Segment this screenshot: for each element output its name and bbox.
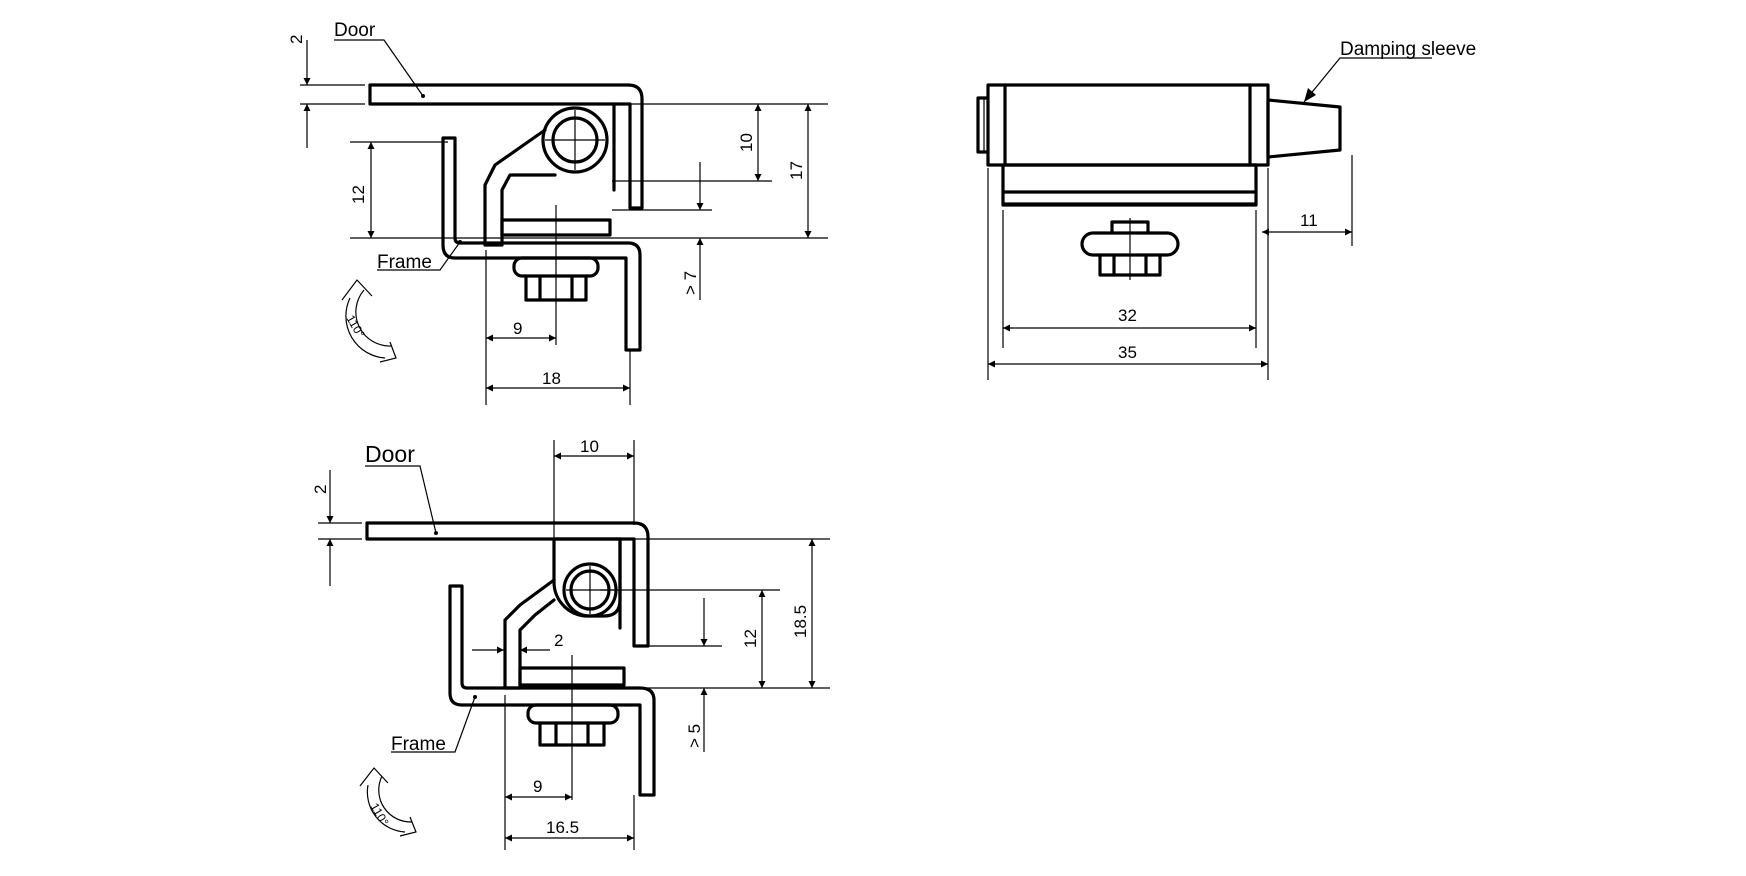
- dimension-lines: [300, 40, 828, 405]
- hinge-outline: [368, 83, 644, 352]
- dim-clearance: > 7: [681, 271, 700, 295]
- leader-lines: [365, 465, 477, 753]
- dim-width: 16.5: [546, 818, 579, 837]
- view-bottom-left: Door Frame 2 10 2 12 18.5 > 5 9 16.5 110…: [311, 437, 830, 850]
- dim-width: 18: [542, 369, 561, 388]
- dim-clearance: > 5: [685, 724, 704, 748]
- dimension-lines: [318, 440, 830, 850]
- dim-frame-offset: 12: [349, 185, 368, 204]
- dim-eye-width: 10: [580, 437, 599, 456]
- dim-pin-offset: 9: [533, 777, 542, 796]
- rotation-arrow-icon: 110°: [359, 767, 417, 837]
- dim-total-height: 17: [787, 161, 806, 180]
- hinge-outline-alt: [365, 521, 656, 800]
- dim-pin-offset: 9: [513, 319, 522, 338]
- dim-door-thickness: 2: [287, 35, 306, 44]
- dim-eye-height: 10: [737, 133, 756, 152]
- door-label: Door: [334, 20, 376, 41]
- dim-total-height: 18.5: [791, 605, 810, 638]
- leader-lines: [334, 39, 462, 271]
- dim-door-thickness: 2: [311, 485, 330, 494]
- svg-text:110°: 110°: [367, 801, 391, 829]
- frame-label: Frame: [377, 252, 432, 273]
- view-top-left: Door Frame 2 10 17 12 > 7 9 18 110°: [287, 20, 828, 405]
- dim-outer-width: 35: [1118, 343, 1137, 362]
- dim-sleeve-length: 11: [1300, 211, 1318, 230]
- dim-inner-width: 32: [1118, 306, 1137, 325]
- door-label: Door: [365, 441, 415, 467]
- dim-eye-height: 12: [741, 629, 760, 648]
- rotation-arrow-icon: 110°: [341, 279, 397, 363]
- dimension-lines: [987, 57, 1432, 380]
- frame-label: Frame: [391, 734, 446, 755]
- damping-sleeve-label: Damping sleeve: [1340, 39, 1476, 60]
- dim-gap: 2: [554, 631, 563, 650]
- hinge-side-outline: [976, 83, 1342, 280]
- view-side: Damping sleeve 11 32 35: [976, 39, 1476, 380]
